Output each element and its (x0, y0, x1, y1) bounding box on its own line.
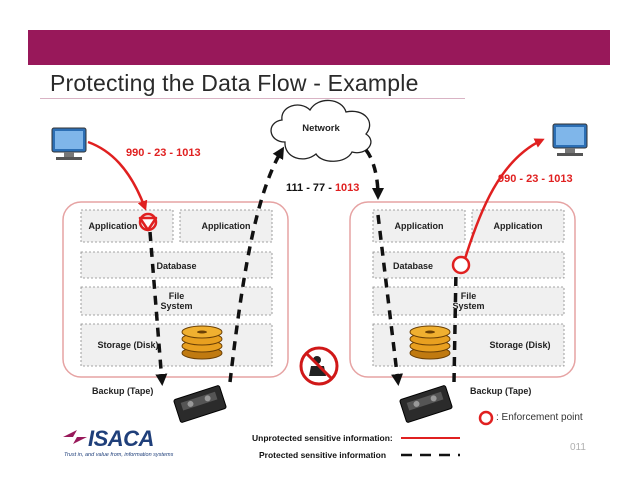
token-prefix: 111 - 77 - (286, 182, 335, 194)
left-app1-label: Application (88, 221, 138, 231)
left-disk-stack-icon (181, 325, 223, 360)
title-underline (40, 98, 465, 99)
right-backup-label: Backup (Tape) (470, 386, 532, 396)
right-value-label: 990 - 23 - 1013 (498, 173, 573, 185)
network-down-flow (364, 148, 384, 200)
page-title: Protecting the Data Flow - Example (50, 70, 419, 96)
network-label: Network (302, 123, 340, 134)
slide-number: 011 (570, 442, 586, 453)
no-theft-icon (299, 346, 339, 386)
right-down-flow (376, 214, 404, 386)
right-storage-label: Storage (Disk) (489, 340, 551, 350)
left-app2-label: Application (201, 221, 251, 231)
left-filesystem-line2: System (160, 301, 193, 311)
header-band (28, 30, 610, 65)
right-up-flow (452, 269, 458, 383)
right-app2-label: Application (493, 221, 543, 231)
right-filesystem-box (372, 286, 565, 316)
legend-enforcement-icon (478, 410, 494, 426)
right-filesystem-line1: File (460, 291, 477, 301)
left-inbound-flow (87, 140, 148, 211)
right-app2-box (471, 209, 565, 243)
left-storage-box (80, 323, 273, 367)
enforcement-point-right-icon (451, 255, 471, 275)
left-value-label: 990 - 23 - 1013 (126, 147, 201, 159)
right-database-label: Database (392, 261, 434, 271)
right-computer-icon (552, 123, 588, 156)
right-app1-label: Application (394, 221, 444, 231)
left-database-label: Database (156, 261, 197, 271)
isaca-tagline: Trust in, and value from, information sy… (64, 452, 174, 458)
network-up-flow (228, 146, 285, 383)
left-database-box (80, 251, 273, 279)
isaca-logo-text: ISACA (88, 426, 154, 451)
token-value-label: 111 - 77 - 1013 (286, 182, 359, 194)
enforcement-point-left-icon (138, 216, 158, 232)
right-filesystem-line2: System (452, 301, 485, 311)
right-tape-icon (399, 385, 453, 423)
left-storage-label: Storage (Disk) (97, 340, 159, 350)
legend-enforcement-label: : Enforcement point (496, 412, 583, 423)
legend-unprotected-label: Unprotected sensitive information: (252, 433, 393, 443)
right-outbound-flow (462, 138, 545, 263)
network-cloud-icon (270, 99, 372, 162)
isaca-logo-icon (63, 430, 87, 444)
right-disk-stack-icon (409, 325, 451, 360)
token-suffix: 1013 (334, 182, 360, 194)
left-filesystem-line1: File (168, 291, 185, 301)
left-computer-icon (51, 127, 87, 160)
left-app1-box (80, 209, 174, 243)
legend-protected-label: Protected sensitive information (259, 450, 387, 460)
left-tape-icon (173, 385, 227, 423)
left-backup-label: Backup (Tape) (92, 386, 154, 396)
right-app1-box (372, 209, 466, 243)
right-storage-box (372, 323, 565, 367)
